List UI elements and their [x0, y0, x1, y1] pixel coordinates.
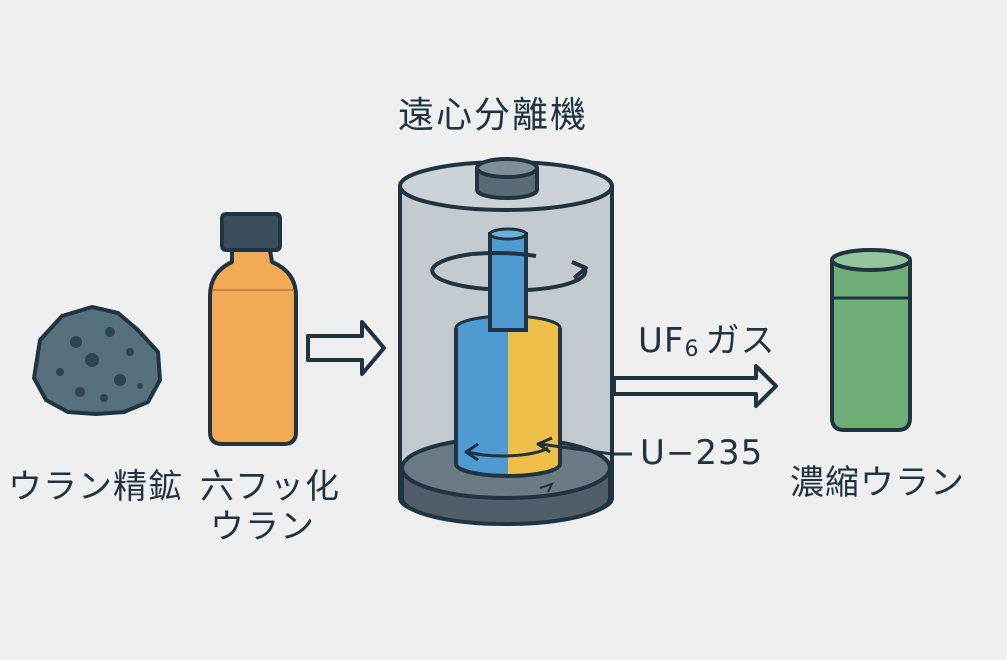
gas-label-subscript: 6 — [684, 337, 700, 362]
uf6-label-line1: 六フッ化 — [200, 467, 340, 507]
product-container-icon — [830, 248, 912, 432]
uf6-label-line2: ウラン — [210, 507, 315, 547]
ore-rock-icon — [32, 305, 162, 416]
diagram-title: 遠心分離機 — [398, 95, 589, 136]
arrow-right-icon — [612, 364, 778, 408]
gas-label-tail: ガス — [705, 321, 776, 361]
isotope-pointer — [536, 436, 632, 456]
enriched-label: 濃縮ウラン — [790, 463, 965, 503]
bottle-icon — [208, 212, 298, 446]
gas-label-main: UF — [638, 321, 685, 361]
arrow-right-icon — [306, 320, 386, 376]
centrifuge-icon — [398, 157, 614, 526]
rotation-arrow-icon — [430, 251, 588, 292]
ore-label: ウラン精鉱 — [8, 467, 183, 507]
isotope-label: U−235 — [640, 433, 764, 473]
